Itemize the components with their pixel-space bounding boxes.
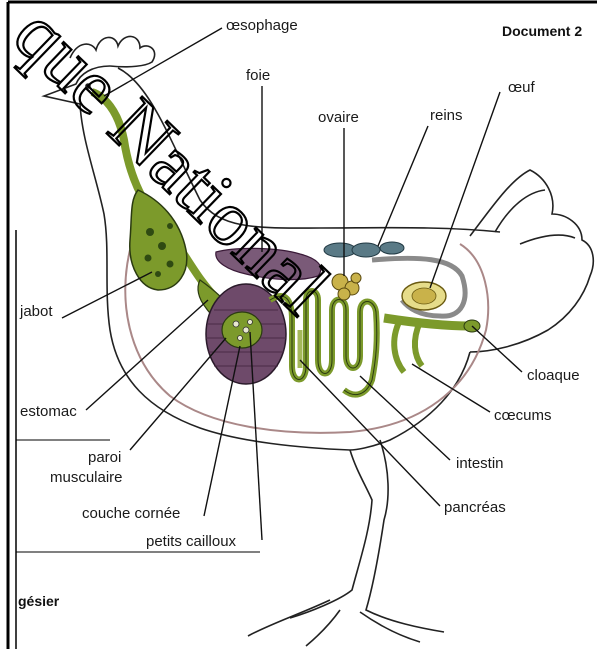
label-intestin: intestin [456, 455, 504, 472]
label-petits-cailloux: petits cailloux [146, 533, 237, 550]
label-paroi-line2: musculaire [50, 469, 123, 486]
label-estomac: estomac [20, 403, 77, 420]
label-oesophage: œsophage [226, 17, 298, 34]
label-jabot: jabot [19, 303, 53, 320]
label-oeuf: œuf [508, 79, 536, 96]
label-couche-cornee: couche cornée [82, 505, 180, 522]
label-foie: foie [246, 67, 270, 84]
label-pancreas: pancréas [444, 499, 506, 516]
label-cloaque: cloaque [527, 367, 580, 384]
label-caecums: cœcums [494, 407, 552, 424]
caecums-shape [394, 320, 422, 372]
document-title: Document 2 [502, 23, 582, 39]
label-ovaire: ovaire [318, 109, 359, 126]
label-paroi-line1: paroi [88, 449, 121, 466]
label-reins: reins [430, 107, 463, 124]
reins-shape [324, 242, 404, 257]
label-gesier: gésier [18, 593, 60, 609]
